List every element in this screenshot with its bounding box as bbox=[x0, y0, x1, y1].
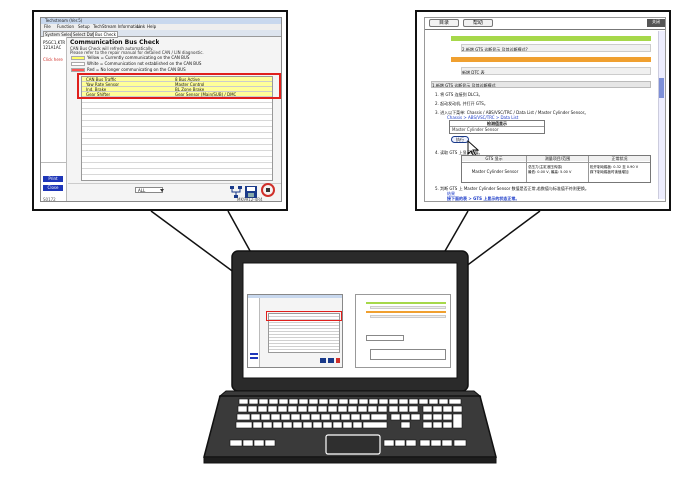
subtitle-1: CAN Bus Check will refresh automatically… bbox=[70, 46, 154, 51]
thumb-right-row1 bbox=[370, 306, 446, 309]
result-head-rule bbox=[462, 162, 650, 163]
legend-swatch-yellow bbox=[71, 56, 85, 60]
thumb-left-table bbox=[268, 313, 340, 353]
result-header-2: 测量项目/范围 bbox=[527, 156, 588, 161]
path-link[interactable]: Chassis > ABS/VSC/TRC > Data List bbox=[447, 115, 519, 120]
final-link[interactable]: 接下面的表 > GTS 上显示的状态正常。 bbox=[447, 196, 520, 201]
legend-swatch-white bbox=[71, 62, 85, 66]
row-value: Gear Sensor (Main/SUB) / DMC bbox=[175, 92, 237, 97]
techstream-window: Techstream (Ver.5) File Function Setup T… bbox=[40, 17, 282, 202]
thumb-right-table bbox=[370, 349, 446, 360]
menu-setup[interactable]: Setup bbox=[78, 24, 90, 29]
scrollbar-thumb[interactable] bbox=[659, 78, 664, 98]
thumb-right-green bbox=[366, 302, 446, 304]
menu-file[interactable]: File bbox=[44, 24, 51, 29]
dropdown-arrow-icon[interactable] bbox=[160, 189, 164, 192]
side-divider bbox=[41, 162, 66, 163]
thumb-left-sidebar bbox=[248, 298, 260, 367]
result-col-div-2 bbox=[588, 156, 589, 182]
side-link[interactable]: Click here bbox=[43, 57, 63, 62]
table-row[interactable]: Ind. Brake BL Zone Brake bbox=[82, 87, 272, 92]
table-row[interactable]: CAN Bus Traffic 8 Bus Active bbox=[82, 77, 272, 82]
bus-table: CAN Bus Traffic 8 Bus Active Yaw Rate Se… bbox=[81, 76, 273, 181]
footer-right-code: MK9912-4R4 bbox=[237, 197, 263, 202]
thumb-left-highlight bbox=[266, 311, 342, 321]
stop-icon[interactable] bbox=[261, 182, 275, 197]
thumb-left-title bbox=[248, 295, 342, 298]
result-header-3: 正常状况 bbox=[589, 156, 650, 161]
thumb-right-orange bbox=[366, 311, 446, 313]
thumb-right-box bbox=[366, 335, 404, 341]
result-cell-1: Master Cylinder Sensor bbox=[471, 169, 519, 174]
thumb-left-btn1 bbox=[250, 353, 258, 355]
display-box-title: 检测值显示 bbox=[450, 121, 544, 127]
result-col-div-1 bbox=[526, 156, 527, 182]
legend-white-label: White = Communication not established on… bbox=[87, 61, 202, 66]
row-name: Gear Shifter bbox=[86, 92, 111, 97]
step-5: 5. 判断 GTS 上 Master Cylinder Sensor 数值是否正… bbox=[435, 186, 589, 191]
item-row-orange bbox=[451, 57, 651, 62]
menu-function[interactable]: Function bbox=[57, 24, 75, 29]
highlight-box bbox=[77, 73, 281, 99]
table-row[interactable]: Yaw Rate Sensor Master Control bbox=[82, 82, 272, 87]
bottom-divider bbox=[68, 183, 281, 184]
legend-yellow-label: Yellow = Currently communicating on the … bbox=[87, 55, 190, 60]
display-box-value: Master Cylinder Sensor bbox=[452, 127, 499, 132]
step-4: 4. 读取 GTS 上显示的值。 bbox=[435, 150, 483, 155]
table-empty-rows bbox=[82, 97, 272, 180]
menu-techstream-info[interactable]: TechStream Information bbox=[93, 24, 141, 29]
menu-bar: File Function Setup TechStream Informati… bbox=[41, 24, 281, 30]
subtitle-2: Please refer to the repair manual for de… bbox=[70, 50, 204, 55]
manual-window: 目录 帮助 关闭 2.新增 GTS 诊断显示 及其诊断模式? 新增 DTC 表 … bbox=[424, 17, 666, 202]
window-titlebar: Techstream (Ver.5) bbox=[41, 18, 281, 24]
side-panel: P5GC1,KTR 121A1AC Click here Print Close… bbox=[41, 37, 67, 202]
execute-button[interactable]: 执行 bbox=[451, 136, 469, 143]
menu-help[interactable]: Help bbox=[147, 24, 157, 29]
step-2: 2. 起动发动机, 并打开 GTS。 bbox=[435, 101, 488, 106]
final-note: 结果 bbox=[447, 191, 455, 196]
close-button[interactable]: Close bbox=[43, 185, 63, 191]
row-name: CAN Bus Traffic bbox=[86, 77, 117, 82]
table-row[interactable]: Gear Shifter Gear Sensor (Main/SUB) / DM… bbox=[82, 92, 272, 97]
step-1: 1. 将 GTS 连接到 DLC3。 bbox=[435, 92, 483, 97]
result-cell-2: 总压力(主缸液压传感) 最低: 0.00 V, 最高: 5.00 V bbox=[528, 165, 572, 174]
result-cell-3: 松开制动踏板: 0.32 至 0.90 V 踩下制动踏板时读值增加 bbox=[590, 165, 639, 174]
row-name: Ind. Brake bbox=[86, 87, 107, 92]
step-3: 3. 进入以下菜单: Chassis / ABS/VSC/TRC / Data … bbox=[435, 110, 589, 115]
thumb-left-btn2 bbox=[250, 357, 258, 359]
menu-link[interactable]: Link bbox=[137, 24, 146, 29]
thumb-left-icons bbox=[320, 358, 340, 363]
laptop-screen-right-thumb bbox=[355, 294, 451, 368]
thumb-right-row2 bbox=[370, 315, 446, 318]
keyboard-bottom-row bbox=[226, 432, 476, 447]
item-row-green bbox=[451, 36, 651, 41]
scrollbar[interactable] bbox=[658, 31, 665, 199]
footer-left-code: S0172 bbox=[43, 197, 56, 202]
result-header-1: GTS 显示 bbox=[462, 156, 526, 161]
row-name: Yaw Rate Sensor bbox=[86, 82, 120, 87]
keyboard bbox=[233, 398, 467, 432]
row-value: Master Control bbox=[175, 82, 205, 87]
legend-red-label: Red = No longer communicating on the CAN… bbox=[87, 67, 186, 72]
row-value: 8 Bus Active bbox=[175, 77, 200, 82]
page-title: Communication Bus Check bbox=[70, 39, 160, 46]
manual-item-1[interactable]: 2.新增 GTS 诊断显示 及其诊断模式? bbox=[461, 44, 651, 52]
tab-help[interactable]: 帮助 bbox=[463, 19, 493, 27]
print-button[interactable]: Print bbox=[43, 176, 63, 182]
row-value: BL Zone Brake bbox=[175, 87, 205, 92]
manual-item-3[interactable]: 新增 DTC 表 bbox=[461, 67, 651, 75]
corner-close-tab[interactable]: 关闭 bbox=[647, 19, 665, 27]
network-icon[interactable] bbox=[230, 183, 242, 198]
side-code-1: P5GC1,KTR bbox=[43, 40, 66, 45]
save-icon[interactable] bbox=[245, 183, 257, 198]
side-code-2: 121A1AC bbox=[43, 45, 62, 50]
top-rule bbox=[425, 29, 665, 30]
display-box: 检测值显示 Master Cylinder Sensor bbox=[449, 120, 545, 134]
result-table: GTS 显示 测量项目/范围 正常状况 Master Cylinder Sens… bbox=[461, 155, 651, 183]
laptop-screen-left-thumb bbox=[247, 294, 343, 368]
tab-bus-check[interactable]: Bus Check bbox=[93, 31, 118, 38]
section-header[interactable]: 1.新增 GTS 诊断显示 及其诊断模式 bbox=[431, 81, 651, 88]
legend-swatch-red bbox=[71, 68, 85, 72]
tab-contents[interactable]: 目录 bbox=[429, 19, 459, 27]
